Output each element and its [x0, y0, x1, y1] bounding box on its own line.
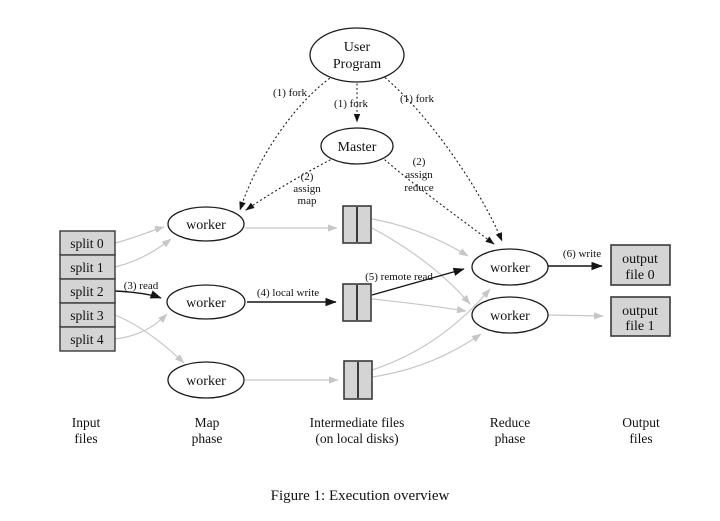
reduce-worker-2-label: worker	[490, 309, 530, 324]
phase-label-map: Map phase	[192, 415, 223, 446]
phase-label-reduce: Reduce phase	[490, 415, 530, 446]
label-fork-right: (1) fork	[400, 93, 434, 105]
user-program-line1: User	[344, 40, 371, 55]
split-3-box	[59, 302, 116, 328]
edge-int3-to-rworker2	[371, 333, 482, 378]
user-program-node: User Program	[309, 27, 405, 83]
edge-split3-to-worker3	[114, 314, 185, 364]
intermediate-file-3	[343, 360, 373, 400]
reduce-worker-2-node: worker	[471, 296, 549, 334]
label-read: (3) read	[124, 280, 159, 292]
output-file-0-box: output file 0	[610, 244, 671, 286]
intermediate-file-2	[342, 283, 372, 322]
label-local-write: (4) local write	[257, 287, 319, 299]
master-label: Master	[338, 140, 377, 155]
split-4-box	[59, 326, 116, 352]
edge-assign-reduce	[384, 159, 495, 245]
phase-output-line1: Output	[622, 415, 660, 430]
phase-label-intermediate: Intermediate files (on local disks)	[310, 415, 405, 446]
edge-read	[114, 290, 162, 299]
phase-reduce-line1: Reduce	[490, 415, 530, 430]
map-worker-1-label: worker	[186, 218, 226, 233]
edge-fork-left	[239, 75, 334, 211]
label-assign-map-1: (2)	[301, 171, 314, 183]
split-1-label: split 1	[70, 260, 103, 275]
split-3-label: split 3	[70, 308, 104, 323]
intermediate-file-1	[342, 205, 372, 244]
phase-reduce-line2: phase	[495, 431, 526, 446]
map-worker-2-label: worker	[186, 296, 226, 311]
map-worker-2-node: worker	[166, 284, 246, 320]
phase-output-line2: files	[629, 431, 652, 446]
output-file-1-line2: file 1	[625, 319, 654, 334]
master-node: Master	[320, 127, 394, 165]
edge-int3-to-rworker1	[371, 288, 491, 371]
map-worker-3-node: worker	[167, 361, 245, 399]
split-0-label: split 0	[70, 236, 104, 251]
label-remote-read: (5) remote read	[365, 271, 433, 283]
edge-assign-map	[245, 159, 331, 211]
input-splits-stack: split 0 split 1 split 2 split 3 split 4	[59, 230, 116, 352]
label-assign-reduce-3: reduce	[404, 182, 433, 194]
label-assign-map-2: assign	[293, 183, 321, 195]
output-file-0-line1: output	[622, 252, 658, 267]
edge-split0-to-worker1	[114, 226, 165, 244]
edge-fork-right	[381, 74, 503, 242]
edge-int1-to-rworker1	[371, 218, 469, 257]
phase-input-line1: Input	[72, 415, 101, 430]
edge-int2-to-rworker2	[371, 298, 467, 314]
edge-split1-to-worker1	[114, 238, 172, 268]
label-assign-reduce-1: (2)	[413, 156, 426, 168]
edge-split4-to-worker2	[114, 313, 168, 340]
split-2-label: split 2	[70, 284, 103, 299]
phase-label-input: Input files	[72, 415, 101, 446]
label-fork-center: (1) fork	[334, 98, 368, 110]
edge-remote-read	[371, 267, 465, 296]
output-file-1-line1: output	[622, 304, 658, 319]
figure-caption: Figure 1: Execution overview	[271, 488, 450, 504]
label-assign-map-3: map	[298, 195, 317, 207]
phase-input-line2: files	[74, 431, 97, 446]
phase-map-line1: Map	[195, 415, 220, 430]
reduce-worker-1-node: worker	[471, 248, 549, 286]
label-write: (6) write	[563, 248, 601, 260]
map-worker-3-label: worker	[186, 374, 226, 389]
output-file-0-line2: file 0	[625, 268, 654, 283]
output-file-1-box: output file 1	[610, 296, 671, 337]
label-fork-left: (1) fork	[273, 87, 307, 99]
label-assign-reduce-2: assign	[405, 169, 433, 181]
user-program-line2: Program	[333, 57, 381, 72]
phase-intermediate-line1: Intermediate files	[310, 415, 405, 430]
phase-label-output: Output files	[622, 415, 660, 446]
reduce-worker-1-label: worker	[490, 261, 530, 276]
map-worker-1-node: worker	[167, 206, 245, 242]
phase-intermediate-line2: (on local disks)	[315, 431, 398, 446]
edge-rworker2-to-output1	[547, 312, 604, 320]
edge-int1-to-rworker2	[371, 227, 471, 305]
phase-map-line2: phase	[192, 431, 223, 446]
split-1-box	[59, 254, 116, 280]
split-4-label: split 4	[70, 332, 104, 347]
